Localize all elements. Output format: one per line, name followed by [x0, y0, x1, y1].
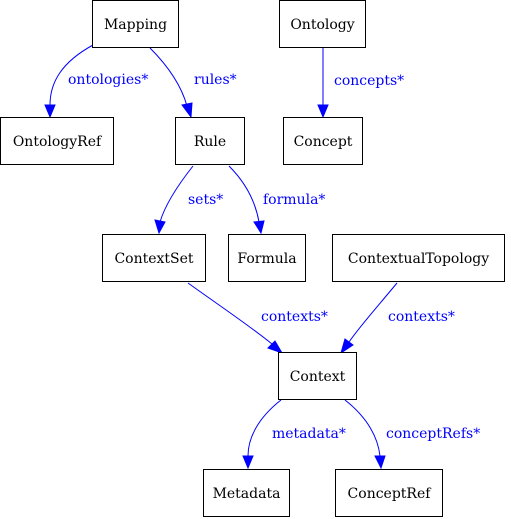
edge-label-rules: rules* — [194, 72, 237, 88]
edge-label-sets: sets* — [188, 192, 223, 208]
node-conceptref: ConceptRef — [335, 469, 443, 517]
node-label-ontologyref: OntologyRef — [13, 134, 103, 150]
edge-label-contexts-left: contexts* — [261, 309, 328, 325]
edge-label-contexts-right: contexts* — [388, 309, 455, 325]
node-rule: Rule — [175, 117, 245, 165]
edge-contextset-contexts: contexts* — [187, 282, 328, 354]
node-label-ontology: Ontology — [290, 17, 354, 33]
node-label-mapping: Mapping — [104, 17, 167, 33]
node-mapping: Mapping — [92, 0, 179, 48]
edge-label-ontologies: ontologies* — [68, 72, 148, 88]
node-ontologyref: OntologyRef — [0, 117, 114, 165]
node-label-metadata: Metadata — [213, 486, 281, 502]
edge-label-formula: formula* — [263, 192, 325, 208]
edge-context-conceptrefs: conceptRefs* — [344, 399, 480, 470]
node-contextset: ContextSet — [102, 234, 206, 282]
node-concept: Concept — [283, 117, 363, 165]
node-label-context: Context — [290, 369, 346, 385]
edge-rule-formula: formula* — [228, 165, 325, 235]
edge-label-concepts: concepts* — [334, 73, 404, 89]
node-context: Context — [278, 352, 357, 400]
edge-rule-sets: sets* — [154, 165, 223, 235]
node-label-conceptref: ConceptRef — [348, 486, 433, 502]
node-contextualtopology: ContextualTopology — [332, 234, 505, 282]
edge-context-metadata: metadata* — [242, 399, 346, 470]
node-formula: Formula — [228, 234, 306, 282]
node-metadata: Metadata — [203, 469, 290, 517]
edge-mapping-rules: rules* — [149, 47, 237, 119]
edge-label-metadata: metadata* — [272, 426, 346, 442]
node-label-contextualtopology: ContextualTopology — [348, 251, 489, 267]
node-label-rule: Rule — [194, 134, 226, 150]
edge-ontology-concepts: concepts* — [317, 48, 404, 119]
edge-topology-contexts: contexts* — [340, 282, 455, 355]
node-ontology: Ontology — [279, 0, 366, 48]
node-label-contextset: ContextSet — [114, 251, 193, 267]
node-label-formula: Formula — [237, 251, 296, 267]
edge-label-conceptrefs: conceptRefs* — [386, 426, 480, 442]
edge-mapping-ontologies: ontologies* — [44, 44, 148, 119]
node-label-concept: Concept — [294, 134, 353, 150]
